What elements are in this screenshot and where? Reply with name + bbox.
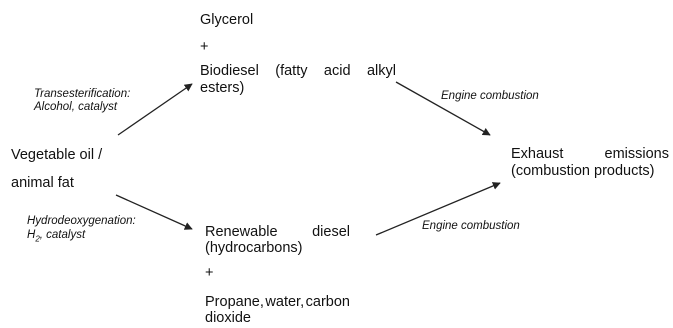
transesterification-line-2: Alcohol, catalyst bbox=[34, 101, 118, 113]
hydrodeoxygenation-line-2: H2, catalyst bbox=[27, 228, 85, 246]
renewable-word-1: Renewable bbox=[205, 224, 278, 240]
plus-sign-top: + bbox=[200, 39, 209, 55]
hydrogen-symbol: H bbox=[27, 229, 36, 241]
combustion-label-bottom: Engine combustion bbox=[422, 220, 520, 232]
arrow-biodiesel-to-emissions bbox=[395, 81, 491, 136]
biodiesel-word-2: (fatty bbox=[275, 63, 308, 79]
outcome-word-1: Exhaust bbox=[511, 146, 564, 162]
biodiesel-word-3: acid bbox=[323, 63, 351, 79]
hydrodeoxygenation-line-1: Hydrodeoxygenation: bbox=[27, 215, 136, 227]
glycerol-label: Glycerol bbox=[200, 12, 254, 28]
biodiesel-line-1: Biodiesel (fatty acid alkyl bbox=[200, 63, 396, 80]
transesterification-line-1: Transesterification: bbox=[34, 88, 131, 100]
combustion-label-top: Engine combustion bbox=[441, 90, 539, 102]
hydro-catalyst-text: , catalyst bbox=[39, 229, 86, 241]
plus-sign-bottom: + bbox=[205, 265, 214, 281]
byproducts-word-2: water, bbox=[265, 294, 305, 310]
biodiesel-word-1: Biodiesel bbox=[200, 63, 259, 79]
byproducts-line-2: dioxide bbox=[205, 310, 251, 326]
hydrogen-subscript: 2 bbox=[35, 234, 40, 244]
arrow-to-biodiesel bbox=[117, 83, 193, 136]
source-line-2: animal fat bbox=[11, 175, 74, 191]
renewable-diesel-line-1: Renewable diesel bbox=[205, 224, 350, 241]
source-line-1: Vegetable oil / bbox=[11, 147, 103, 163]
outcome-line-1: Exhaust emissions bbox=[511, 146, 669, 163]
biodiesel-line-2: esters) bbox=[200, 80, 245, 96]
byproducts-word-1: Propane, bbox=[205, 294, 264, 310]
biodiesel-word-4: alkyl bbox=[366, 63, 396, 79]
byproducts-line-1: Propane, water, carbon bbox=[205, 294, 350, 311]
arrow-to-renewable-diesel bbox=[115, 194, 193, 230]
arrow-renewable-to-emissions bbox=[375, 182, 501, 236]
renewable-diesel-line-2: (hydrocarbons) bbox=[205, 240, 303, 256]
outcome-line-2: (combustion products) bbox=[511, 163, 655, 179]
renewable-word-2: diesel bbox=[312, 224, 350, 240]
byproducts-word-3: carbon bbox=[305, 294, 350, 310]
outcome-word-2: emissions bbox=[604, 146, 669, 162]
